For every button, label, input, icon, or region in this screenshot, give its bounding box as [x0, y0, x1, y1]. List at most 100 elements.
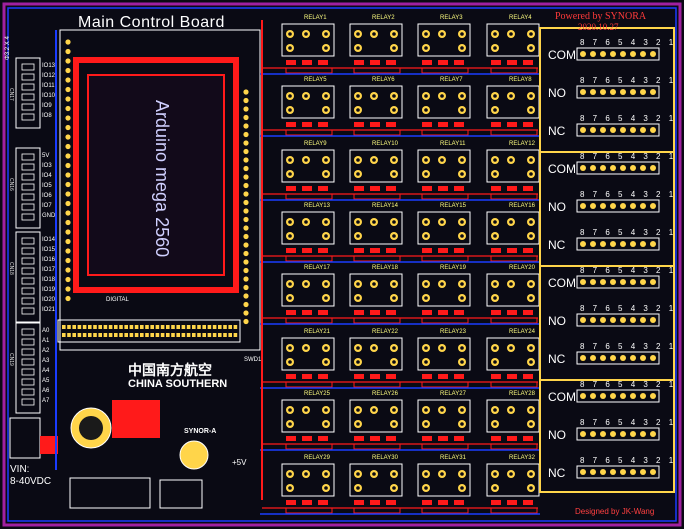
regulator-pad [112, 400, 160, 438]
relay-body [281, 273, 335, 307]
resistor-pad [491, 60, 501, 65]
digital-pin [233, 325, 238, 329]
relay-body [417, 463, 471, 497]
digital-pin [192, 333, 196, 337]
terminal-pin [630, 317, 636, 323]
relay-pin-hole [392, 108, 396, 112]
io-pin [21, 307, 35, 315]
terminal-frame [539, 27, 675, 493]
relay-pin-hole [460, 472, 464, 476]
relay-pin-hole [304, 282, 308, 286]
relay-body [417, 273, 471, 307]
resistor-pad [370, 186, 380, 191]
resistor-pad [422, 310, 432, 315]
terminal-pin [590, 241, 596, 247]
resistor-pad [438, 436, 448, 441]
digital-pin [202, 325, 206, 329]
terminal-pin [650, 317, 656, 323]
terminal-pin [580, 241, 586, 247]
io-pin-label: IO19 [42, 287, 56, 293]
terminal-pin [620, 165, 626, 171]
resistor-pad [491, 122, 501, 127]
led-row [353, 443, 401, 450]
resistor-pad [354, 60, 364, 65]
digital-pin [124, 325, 128, 329]
header-pin [243, 157, 249, 163]
digital-label: DIGITAL [106, 297, 129, 303]
led-row [285, 193, 333, 200]
resistor-pad [422, 60, 432, 65]
terminal-pin [580, 355, 586, 361]
led-row [285, 255, 333, 262]
resistor-pad [318, 186, 328, 191]
relay-body [417, 211, 471, 245]
relay-pin-hole [392, 486, 396, 490]
relay-pin-hole [392, 94, 396, 98]
io-pin [21, 183, 35, 191]
header-pin [65, 153, 71, 159]
digital-pin [108, 325, 113, 329]
relay-label: RELAY21 [304, 329, 330, 335]
relay-pin-hole [356, 360, 360, 364]
io-pin-label: IO3 [42, 163, 52, 169]
terminal-pin [610, 355, 616, 361]
terminal-pin-numbers: 8 7 6 5 4 3 2 1 [580, 76, 677, 85]
digital-pin [72, 333, 76, 337]
plus5v-label: +5V [232, 458, 247, 467]
io-pin [21, 83, 35, 91]
digital-pin [160, 333, 165, 337]
header-pin [65, 286, 71, 292]
led-row [285, 443, 333, 450]
resistor-pad [507, 374, 517, 379]
resistor-pad [454, 310, 464, 315]
relay-pin-hole [356, 282, 360, 286]
relay-pin-hole [356, 220, 360, 224]
io-pin [21, 328, 35, 336]
terminal-pin [590, 279, 596, 285]
relay-label: RELAY1 [304, 15, 327, 21]
resistor-pad [438, 374, 448, 379]
relay-label: RELAY4 [509, 15, 532, 21]
relay-pin-hole [509, 94, 513, 98]
led-row [353, 255, 401, 262]
relay-label: RELAY7 [440, 77, 463, 83]
relay-pin-hole [372, 282, 376, 286]
io-pin [21, 237, 35, 245]
relay-pin-hole [440, 282, 444, 286]
relay-pin-hole [440, 220, 444, 224]
relay-pin-hole [424, 360, 428, 364]
terminal-pin [640, 431, 646, 437]
relay-pin-hole [529, 108, 533, 112]
terminal-block [576, 85, 660, 99]
connector-id: CN18 [8, 262, 14, 275]
relay-pin-hole [304, 32, 308, 36]
io-pin-label: A7 [42, 398, 50, 404]
relay-body [417, 337, 471, 371]
terminal-pin [620, 203, 626, 209]
relay-pin-hole [509, 346, 513, 350]
header-pin [243, 131, 249, 138]
relay-pin-hole [460, 172, 464, 176]
terminal-pin [650, 355, 656, 361]
relay-label: RELAY31 [440, 455, 466, 461]
terminal-pin [640, 355, 646, 361]
digital-pin [181, 325, 186, 329]
resistor-pad [438, 248, 448, 253]
vin-line-2: 8-40VDC [10, 476, 52, 487]
terminal-pin [630, 165, 636, 171]
resistor-pad [507, 122, 517, 127]
capacitor-small [179, 440, 209, 470]
relay-body [417, 23, 471, 57]
resistor-pad [491, 500, 501, 505]
io-pin-label: IO21 [42, 307, 56, 313]
led-row [490, 67, 538, 74]
relay-body [349, 399, 403, 433]
resistor-pad [302, 500, 312, 505]
resistor-pad [286, 310, 296, 315]
header-pin [65, 96, 71, 102]
header-pin [243, 191, 249, 197]
digital-pin [186, 325, 191, 329]
vin-label: VIN: 8-40VDC [10, 464, 51, 488]
digital-pin [62, 325, 66, 329]
